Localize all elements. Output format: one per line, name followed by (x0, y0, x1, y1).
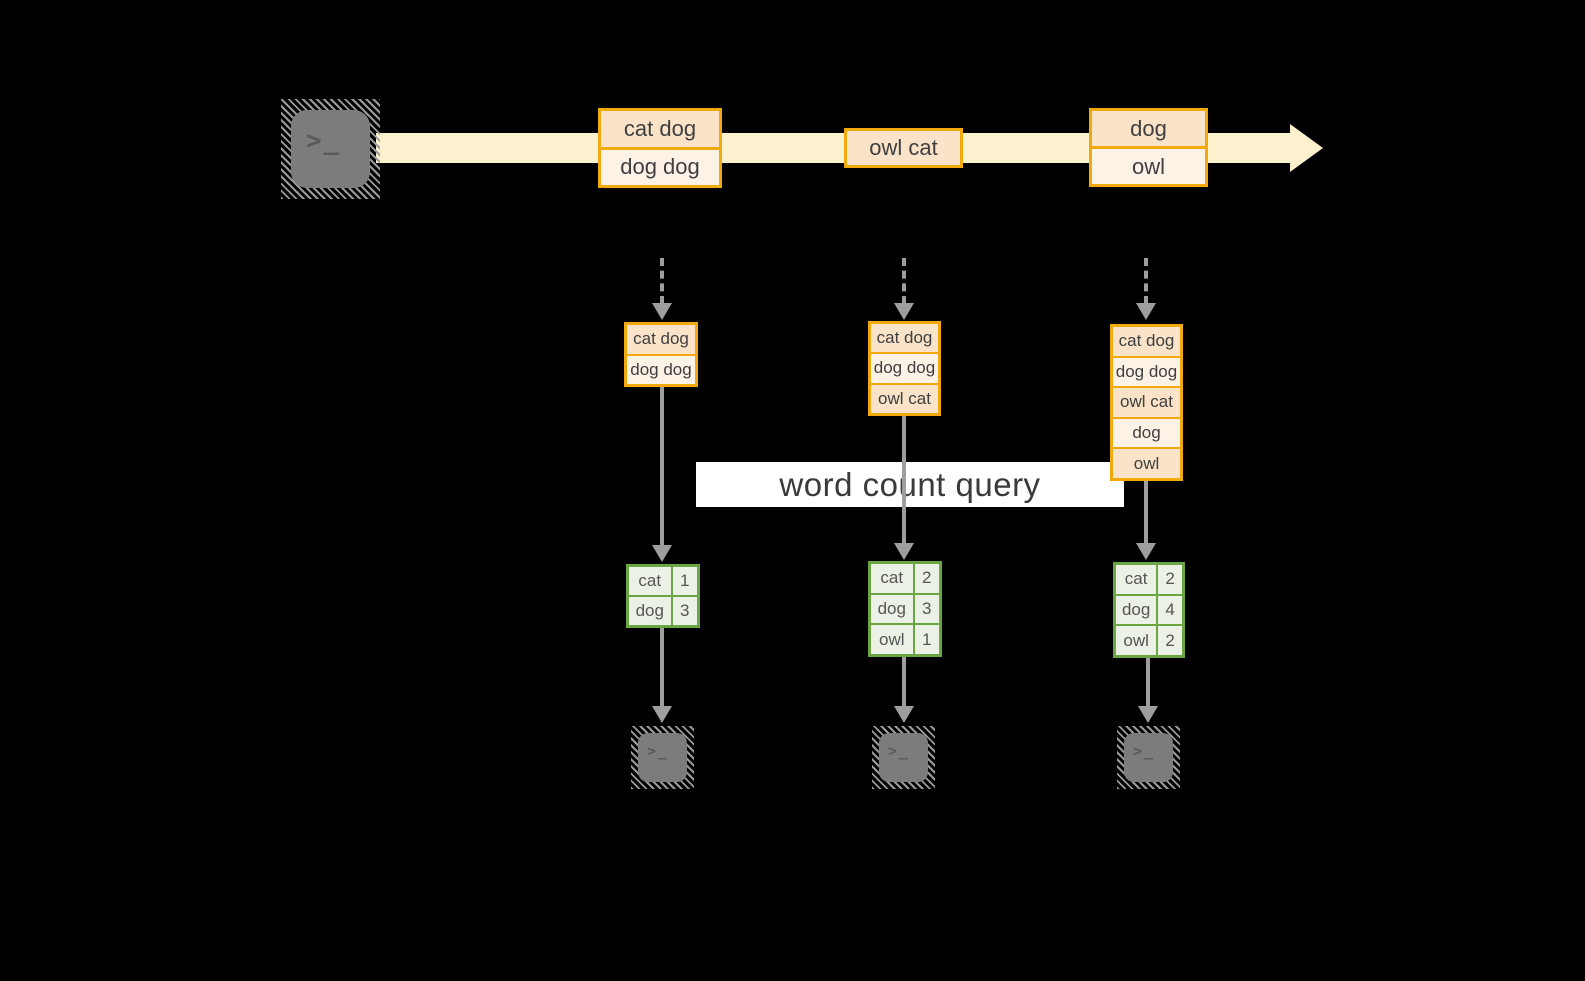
sink-terminal-icon: >_ (872, 726, 935, 789)
record-cell: cat dog (601, 111, 719, 147)
count-word: owl (1116, 626, 1157, 655)
sink-arrow-head (1138, 706, 1158, 723)
ingest-arrow-line (660, 258, 664, 304)
count-word: cat (871, 564, 913, 593)
sink-terminal-icon: >_ (631, 726, 694, 789)
terminal-prompt-glyph: >_ (1133, 742, 1156, 760)
count-value: 1 (914, 625, 939, 654)
buffer-box: cat dog dog dog owl cat (868, 321, 941, 416)
record-cell: dog dog (601, 146, 719, 185)
query-arrow-head (652, 545, 672, 562)
buffer-cell: owl cat (1113, 386, 1180, 417)
terminal-prompt-glyph: >_ (306, 126, 342, 156)
query-label: word count query (696, 462, 1124, 507)
query-arrow-line (660, 387, 664, 545)
count-word: dog (871, 594, 913, 624)
buffer-cell: owl cat (871, 382, 938, 413)
stream-record: owl cat (844, 128, 963, 168)
ingest-arrow-head (1136, 303, 1156, 320)
buffer-cell: dog dog (627, 353, 695, 384)
count-word: cat (629, 567, 671, 595)
count-value: 3 (672, 597, 697, 625)
buffer-box: cat dog dog dog (624, 322, 698, 387)
sink-arrow-line (1146, 658, 1150, 706)
ingest-arrow-head (652, 303, 672, 320)
sink-arrow-line (902, 657, 906, 706)
count-table: cat 1 dog 3 (626, 564, 700, 628)
buffer-box: cat dog dog dog owl cat dog owl (1110, 324, 1183, 481)
query-arrow-head (894, 543, 914, 560)
query-arrow-line (902, 416, 906, 543)
count-table: cat 2 dog 4 owl 2 (1113, 562, 1185, 658)
stream-record: cat dog dog dog (598, 108, 722, 188)
stream-record: dog owl (1089, 108, 1208, 187)
count-word: cat (1116, 565, 1157, 594)
count-value: 2 (1158, 565, 1182, 594)
terminal-icon-body: >_ (1124, 733, 1173, 782)
terminal-icon-body: >_ (879, 733, 928, 782)
terminal-prompt-glyph: >_ (647, 742, 670, 760)
buffer-cell: dog dog (871, 352, 938, 383)
count-value: 1 (672, 567, 697, 595)
query-arrow-line (1144, 481, 1148, 543)
count-value: 3 (914, 594, 939, 624)
record-cell: owl cat (847, 131, 960, 165)
sink-arrow-head (894, 706, 914, 723)
buffer-cell: cat dog (627, 325, 695, 354)
query-arrow-head (1136, 543, 1156, 560)
record-cell: dog (1092, 111, 1205, 146)
stream-arrow-head (1290, 124, 1323, 172)
source-terminal-icon: >_ (281, 99, 380, 199)
buffer-cell: cat dog (1113, 327, 1180, 356)
ingest-arrow-line (902, 258, 906, 304)
count-word: dog (1116, 595, 1157, 625)
buffer-cell: dog (1113, 416, 1180, 448)
terminal-icon-body: >_ (291, 110, 370, 188)
count-value: 4 (1158, 595, 1182, 625)
ingest-arrow-head (894, 303, 914, 320)
count-table: cat 2 dog 3 owl 1 (868, 561, 942, 657)
sink-arrow-head (652, 706, 672, 723)
sink-arrow-line (660, 628, 664, 706)
record-cell: owl (1092, 146, 1205, 184)
buffer-cell: cat dog (871, 324, 938, 353)
buffer-cell: owl (1113, 447, 1180, 478)
terminal-prompt-glyph: >_ (888, 742, 911, 760)
count-word: dog (629, 597, 671, 625)
sink-terminal-icon: >_ (1117, 726, 1180, 789)
terminal-icon-body: >_ (638, 733, 687, 782)
count-value: 2 (1158, 626, 1182, 655)
count-value: 2 (914, 564, 939, 593)
count-word: owl (871, 625, 913, 654)
ingest-arrow-line (1144, 258, 1148, 304)
buffer-cell: dog dog (1113, 355, 1180, 387)
